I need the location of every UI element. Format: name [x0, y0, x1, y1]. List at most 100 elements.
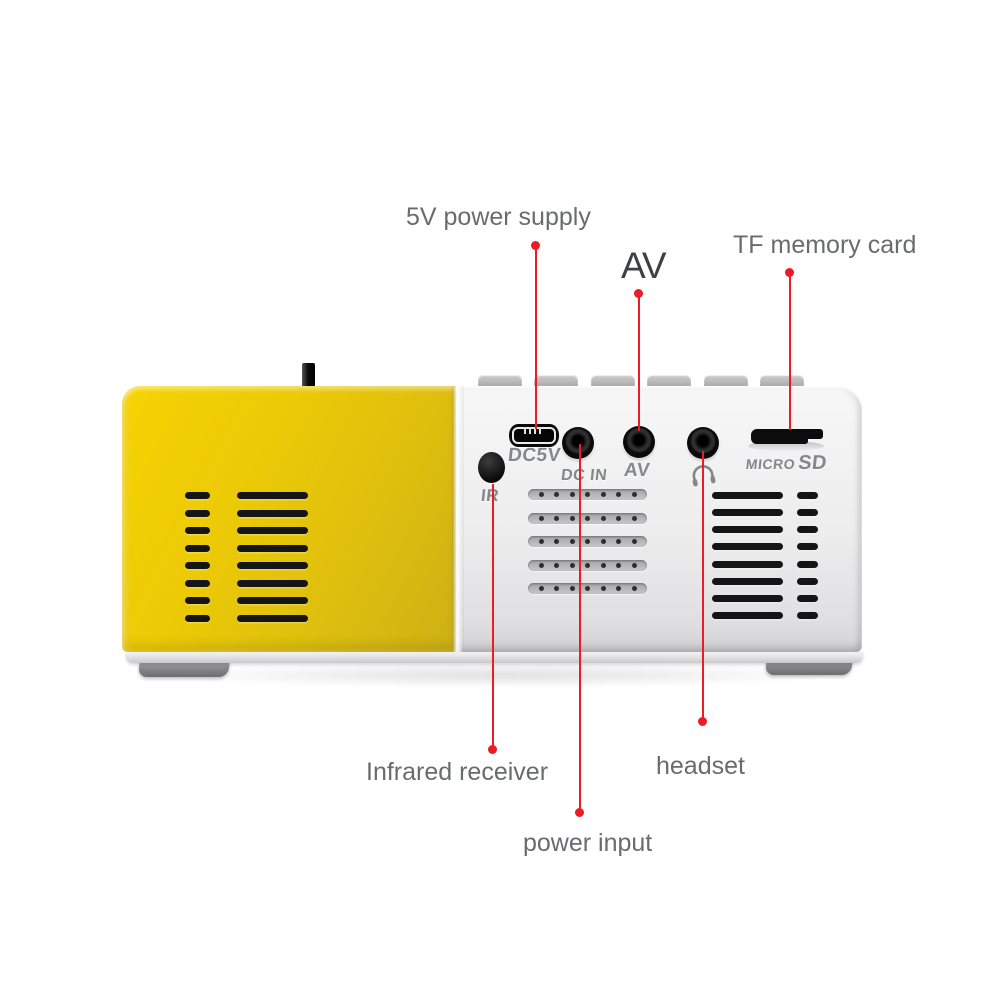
sd-slot-recess [748, 441, 824, 451]
speaker-hole [569, 515, 575, 521]
speaker-hole [585, 539, 590, 544]
speaker-hole [600, 562, 606, 568]
callout-line-5v [535, 245, 537, 429]
vent-slot [797, 526, 818, 534]
focus-knob [302, 363, 315, 390]
callout-dot-headset [698, 717, 707, 726]
annotation-label-infrared-receiver: Infrared receiver [366, 758, 549, 786]
dc5v-marking: DC5V [506, 445, 562, 466]
sd-text: SD [797, 452, 829, 474]
callout-line-headset [702, 451, 704, 719]
callout-line-av [638, 293, 640, 431]
speaker-grille-row [528, 536, 647, 547]
yellow-side-housing [122, 386, 456, 652]
speaker-hole [631, 562, 637, 568]
speaker-hole [554, 539, 559, 544]
vent-slot [185, 597, 210, 605]
speaker-hole [631, 539, 637, 544]
micro-sd-marking: MICRO SD [745, 452, 828, 475]
vent-slot [797, 594, 818, 602]
speaker-hole [569, 492, 575, 497]
micro-sd-card-slot [751, 429, 823, 439]
base-strip [126, 649, 863, 663]
vent-slot [237, 562, 308, 570]
micro-text: MICRO [745, 456, 796, 472]
vent-slot [712, 509, 783, 517]
vent-slot [712, 492, 783, 499]
annotation-label-tf-memory-card: TF memory card [733, 231, 917, 259]
speaker-hole [554, 492, 559, 497]
annotation-label-headset: headset [656, 752, 745, 780]
speaker-hole [600, 539, 606, 544]
vent-slot [237, 492, 308, 499]
speaker-hole [554, 515, 559, 521]
vent-slot [237, 509, 308, 517]
vent-slot [185, 527, 210, 535]
speaker-hole [585, 492, 590, 497]
ir-receiver-window [478, 452, 505, 483]
annotation-label-5v-power-supply: 5V power supply [406, 203, 591, 231]
speaker-hole [616, 515, 621, 521]
panel-seam [452, 386, 464, 652]
vent-slot [712, 594, 783, 602]
speaker-hole [538, 586, 544, 591]
speaker-hole [538, 492, 544, 497]
side-vent-column-short [185, 492, 210, 622]
vent-slot [237, 527, 308, 535]
side-vent-column-long [237, 492, 308, 622]
callout-line-power [579, 444, 581, 810]
vent-slot [237, 597, 308, 605]
vent-slot [712, 577, 783, 585]
av-marking: AV [622, 460, 652, 481]
vent-slot [185, 562, 210, 570]
vent-slot [237, 614, 308, 622]
vent-slot [797, 509, 818, 517]
speaker-grille [528, 489, 647, 594]
vent-slot [797, 492, 818, 499]
speaker-hole [600, 492, 606, 497]
vent-slot [712, 543, 783, 551]
speaker-hole [554, 586, 559, 591]
headphones-icon [692, 465, 716, 487]
speaker-grille-row [528, 583, 647, 594]
speaker-hole [585, 562, 590, 568]
speaker-hole [631, 515, 637, 521]
callout-dot-ir [488, 745, 497, 754]
vent-slot [237, 544, 308, 552]
dc-in-jack [562, 427, 594, 459]
vent-slot [185, 509, 210, 517]
exhaust-vent-column-long [712, 492, 783, 619]
speaker-hole [585, 515, 590, 521]
speaker-grille-row [528, 489, 647, 500]
speaker-hole [554, 562, 559, 568]
speaker-hole [569, 539, 575, 544]
vent-slot [185, 579, 210, 587]
vent-slot [185, 492, 210, 499]
speaker-hole [600, 515, 606, 521]
dc-in-marking: DC IN [560, 467, 609, 484]
speaker-hole [616, 492, 621, 497]
callout-line-tf [789, 272, 791, 430]
vent-slot [797, 543, 818, 551]
speaker-hole [585, 586, 590, 591]
vent-slot [797, 560, 818, 568]
ir-marking: IR [480, 486, 501, 505]
micro-usb-pins [524, 427, 544, 434]
speaker-hole [616, 539, 621, 544]
speaker-grille-row [528, 559, 647, 571]
vent-slot [712, 526, 783, 534]
vent-slot [712, 611, 783, 619]
av-jack [623, 426, 655, 458]
speaker-hole [631, 586, 637, 591]
speaker-hole [538, 562, 544, 568]
vent-slot [237, 579, 308, 587]
speaker-hole [616, 586, 621, 591]
speaker-hole [616, 562, 621, 568]
speaker-hole [569, 562, 575, 568]
annotation-label-av: AV [621, 245, 667, 286]
micro-usb-power-port [509, 424, 559, 447]
callout-dot-power [575, 808, 584, 817]
vent-slot [797, 611, 818, 619]
speaker-hole [600, 586, 606, 591]
